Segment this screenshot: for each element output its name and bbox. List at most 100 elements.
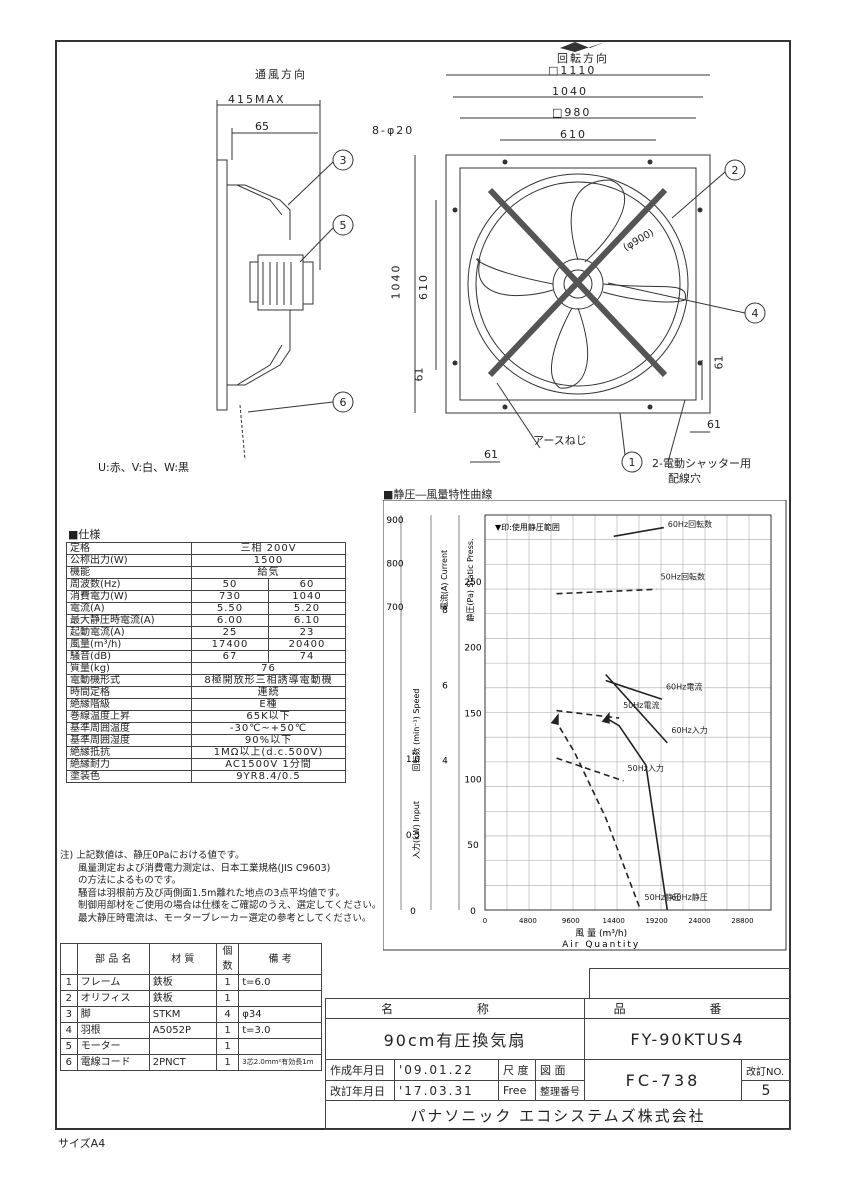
dim-v1040: 1040 bbox=[389, 263, 403, 300]
power-tick-label: 1.0 bbox=[406, 755, 421, 765]
parts-cell: STKM bbox=[148, 1006, 217, 1023]
spec-label: 質量(kg) bbox=[66, 662, 192, 675]
spec-value: 1040 bbox=[268, 590, 346, 603]
callout-label-3: 3 bbox=[340, 154, 347, 167]
current-tick-label: 6 bbox=[442, 681, 448, 691]
callout-5 bbox=[332, 214, 354, 236]
spec-value: 76 bbox=[191, 662, 346, 675]
parts-cell bbox=[238, 1038, 322, 1055]
blade-2 bbox=[476, 258, 554, 297]
callout-2 bbox=[724, 159, 746, 181]
spec-value: 50 bbox=[191, 578, 269, 591]
number-label: 品 番 bbox=[584, 997, 791, 1020]
blade-1 bbox=[570, 179, 626, 263]
pressure-tick-label: 150 bbox=[464, 710, 481, 720]
speed-tick-label: 800 bbox=[386, 559, 403, 569]
parts-cell: t=3.0 bbox=[238, 1022, 322, 1039]
parts-header: 部 品 名 bbox=[76, 943, 150, 975]
series-label: 60Hz静圧 bbox=[671, 892, 707, 902]
range-marker-icon bbox=[550, 713, 559, 726]
parts-cell: 5 bbox=[60, 1038, 78, 1055]
drawing-number: FC-738 bbox=[584, 1059, 742, 1102]
pressure-axis-label: 静圧(Pa) Static Press. bbox=[465, 538, 475, 621]
front-frame bbox=[445, 154, 711, 414]
product-name: 90cm有圧換気扇 bbox=[325, 1018, 585, 1061]
series-line bbox=[613, 526, 664, 538]
note-line: 風量測定および消費電力測定は、日本工業規格(JIS C9603) bbox=[78, 862, 331, 874]
spec-value: 6.10 bbox=[268, 614, 346, 627]
product-model: FY-90KTUS4 bbox=[584, 1018, 791, 1061]
power-tick-label: 0 bbox=[410, 907, 416, 917]
rotation-direction-label: 回転方向 bbox=[557, 52, 609, 65]
spec-value: 1500 bbox=[191, 554, 346, 567]
spec-value: 23 bbox=[268, 626, 346, 639]
dim-b61: 61 bbox=[484, 448, 498, 461]
dim-415max: 415MAX bbox=[228, 93, 286, 106]
rev-no-label: 改訂NO. bbox=[741, 1059, 791, 1081]
pressure-tick-label: 0 bbox=[470, 907, 476, 917]
spec-heading: ■仕様 bbox=[68, 528, 101, 541]
series-label: 50Hz静圧 bbox=[645, 892, 681, 902]
wind-direction-label: 通風方向 bbox=[255, 68, 307, 81]
parts-cell: フレーム bbox=[76, 974, 150, 991]
blade-3 bbox=[551, 307, 588, 389]
spec-row: 機能給気 bbox=[66, 566, 346, 579]
spec-label: 最大静圧時電流(A) bbox=[66, 614, 192, 627]
created-label: 作成年月日 bbox=[325, 1059, 395, 1081]
drawing-label: 図 面 bbox=[535, 1059, 585, 1081]
spec-row: 基準周囲温度-30℃~+50℃ bbox=[66, 722, 346, 735]
current-tick-label: 4 bbox=[442, 757, 448, 767]
x-tick-label: 28800 bbox=[731, 917, 753, 925]
parts-header: 材 質 bbox=[148, 943, 217, 975]
spec-value: 60 bbox=[268, 578, 346, 591]
spec-label: 起動電流(A) bbox=[66, 626, 192, 639]
name-label: 名 称 bbox=[325, 997, 585, 1020]
x-tick-label: 4800 bbox=[519, 917, 537, 925]
callout-label-5: 5 bbox=[340, 219, 347, 232]
parts-cell: 鉄板 bbox=[148, 990, 217, 1007]
spec-value: E種 bbox=[191, 698, 346, 711]
x-axis-label: 風 量 (m³/h) bbox=[575, 928, 627, 939]
dim-sq980: □980 bbox=[552, 106, 592, 119]
front-orifice bbox=[467, 173, 689, 395]
x-tick-label: 14400 bbox=[603, 917, 625, 925]
note-line: 騒音は羽根前方及び両側面1.5m離れた地点の3点平均値です。 bbox=[78, 887, 345, 899]
side-leg-lower bbox=[227, 310, 291, 386]
parts-cell: A5052P bbox=[148, 1022, 217, 1039]
company-name: パナソニック エコシステムズ株式会社 bbox=[325, 1100, 791, 1130]
spec-label: 絶縁抵抗 bbox=[66, 746, 192, 759]
spec-label: 公称出力(W) bbox=[66, 554, 192, 567]
revised-label: 改訂年月日 bbox=[325, 1079, 395, 1102]
scale-value: Free bbox=[498, 1079, 536, 1102]
callout-label-1: 1 bbox=[629, 456, 636, 469]
spec-value: 20400 bbox=[268, 638, 346, 651]
x-tick-label: 19200 bbox=[645, 917, 667, 925]
parts-cell: 2PNCT bbox=[148, 1054, 217, 1071]
parts-header-row: 部 品 名材 質個数備 考 bbox=[60, 943, 322, 975]
spec-label: 絶縁階級 bbox=[66, 698, 192, 711]
parts-cell bbox=[238, 990, 322, 1007]
shutter-holes-label-2: 配線穴 bbox=[668, 472, 701, 485]
spec-notes: 注) 上記数値は、静圧0Paにおける値です。 風量測定および消費電力測定は、日本… bbox=[60, 850, 381, 925]
parts-cell bbox=[148, 1038, 217, 1055]
title-block-top bbox=[589, 968, 791, 998]
title-block: 名 称 品 番 90cm有圧換気扇 FY-90KTUS4 作成年月日 '09.0… bbox=[325, 997, 791, 1130]
callout-label-2: 2 bbox=[732, 164, 739, 177]
spec-value: 90%以下 bbox=[191, 734, 346, 747]
dim-1040: 1040 bbox=[552, 85, 588, 98]
power-tick-label: 0.5 bbox=[406, 831, 420, 841]
parts-cell: 6 bbox=[60, 1054, 78, 1071]
spec-label: 機能 bbox=[66, 566, 192, 579]
series-line bbox=[556, 757, 624, 782]
scale-label: 尺 度 bbox=[498, 1059, 536, 1081]
note-line: の方法によるものです。 bbox=[78, 875, 182, 886]
series-label: 60Hz回転数 bbox=[668, 519, 712, 529]
